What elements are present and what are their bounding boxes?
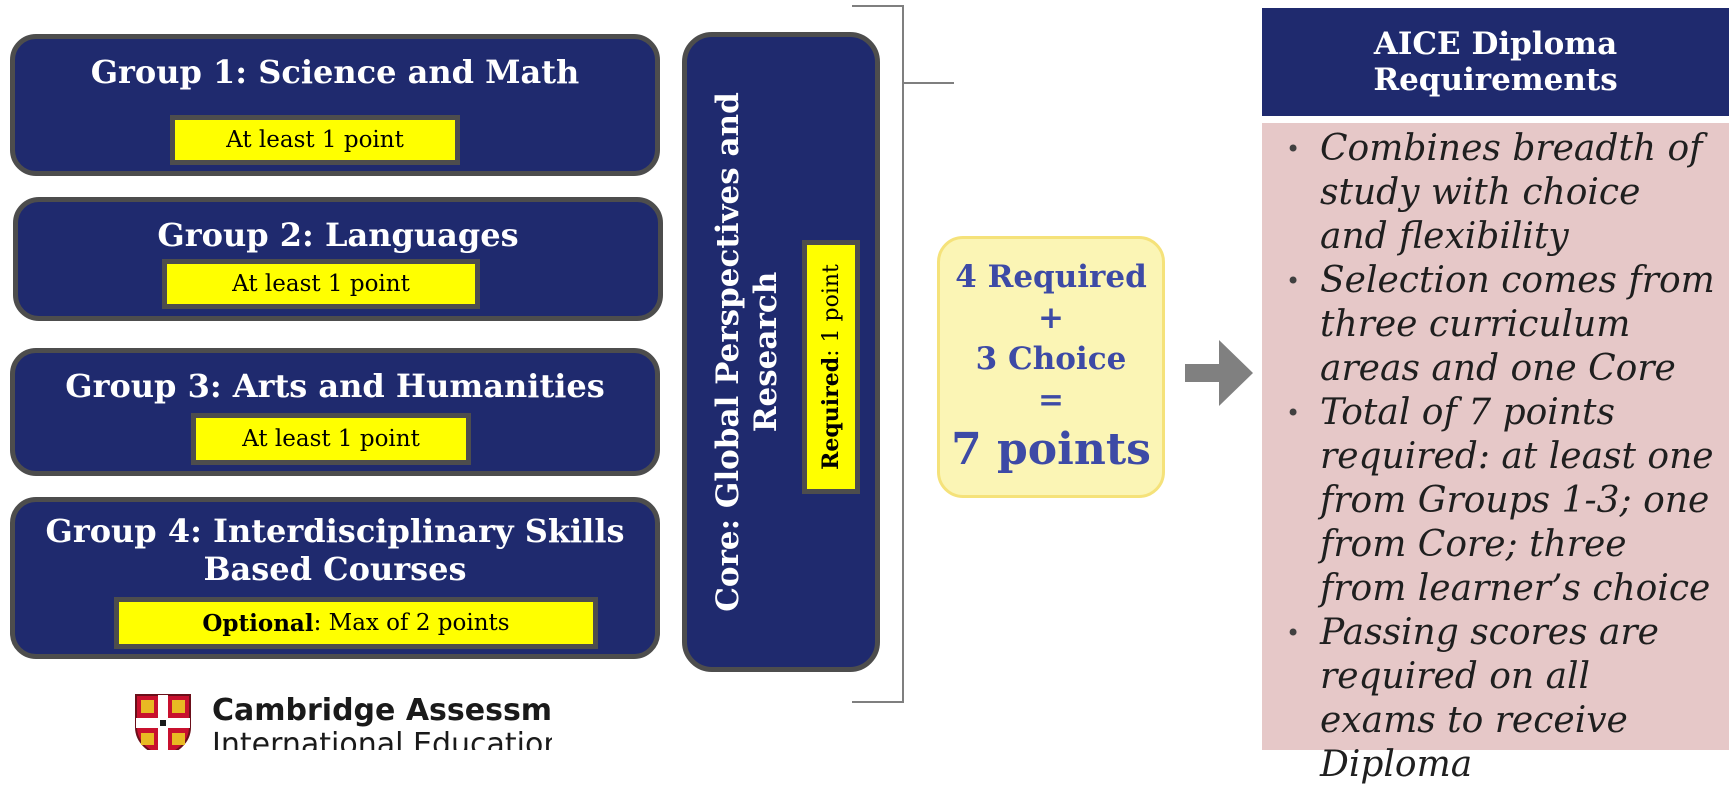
cambridge-shield-icon (135, 694, 191, 750)
cambridge-logo: Cambridge Assessment International Educa… (132, 690, 552, 750)
group-4-requirement-bold: Optional (202, 609, 314, 637)
group-1-requirement: At least 1 point (170, 115, 460, 165)
points-summary: 4 Required + 3 Choice = 7 points (937, 236, 1165, 498)
right-arrow-icon (1185, 340, 1253, 406)
group-4-title-line1: Group 4: Interdisciplinary Skills (45, 512, 625, 550)
bullet-icon: • (1286, 619, 1301, 647)
core-requirement: Required: 1 point (802, 240, 860, 494)
logo-line1: Cambridge Assessment (212, 693, 552, 728)
logo-line2: International Education (212, 727, 552, 751)
group-4-title-line2: Based Courses (203, 550, 467, 588)
core-requirement-bold: Required (818, 356, 844, 470)
bracket-bottom (852, 701, 904, 703)
group-3-title: Group 3: Arts and Humanities (65, 367, 605, 405)
requirements-bullet: •Combines breadth of study with choice a… (1286, 128, 1703, 257)
group-4-requirement: Optional: Max of 2 points (114, 597, 598, 649)
requirements-list: •Combines breadth of study with choice a… (1262, 123, 1729, 785)
group-1-box: Group 1: Science and Math At least 1 poi… (10, 34, 660, 176)
group-3-requirement: At least 1 point (191, 413, 471, 465)
requirements-header-line1: AICE Diploma (1373, 26, 1618, 62)
bracket-stub (902, 82, 954, 84)
bullet-icon: • (1286, 267, 1301, 295)
bullet-icon: • (1286, 399, 1301, 427)
points-plus: + (1038, 300, 1064, 336)
core-title: Core: Global Perspectives and Research (697, 92, 797, 612)
core-title-line2: Research (748, 271, 785, 433)
requirements-header-line2: Requirements (1373, 62, 1618, 98)
requirements-bullet: •Passing scores are required on all exam… (1286, 612, 1659, 785)
core-requirement-rest: : 1 point (819, 264, 844, 357)
requirements-header: AICE Diploma Requirements (1262, 8, 1729, 116)
bracket-top (852, 5, 904, 7)
group-1-title: Group 1: Science and Math (90, 53, 580, 91)
group-4-box: Group 4: Interdisciplinary Skills Based … (10, 497, 660, 659)
points-choice: 3 Choice (975, 341, 1127, 377)
group-4-requirement-rest: : Max of 2 points (313, 610, 510, 636)
bullet-icon: • (1286, 135, 1301, 163)
requirements-bullet: •Total of 7 points required: at least on… (1286, 392, 1714, 609)
points-total: 7 points (951, 424, 1151, 475)
group-3-box: Group 3: Arts and Humanities At least 1 … (10, 348, 660, 476)
group-2-title: Group 2: Languages (157, 216, 519, 254)
points-equals: = (1038, 382, 1064, 418)
core-title-line1: Core: Global Perspectives and (710, 92, 747, 612)
bracket-spine (902, 5, 904, 703)
group-4-title: Group 4: Interdisciplinary Skills Based … (15, 512, 655, 588)
requirements-bullet: •Selection comes from three curriculum a… (1286, 260, 1715, 389)
group-2-box: Group 2: Languages At least 1 point (13, 197, 663, 321)
group-2-requirement: At least 1 point (162, 259, 480, 309)
points-required: 4 Required (955, 259, 1147, 295)
